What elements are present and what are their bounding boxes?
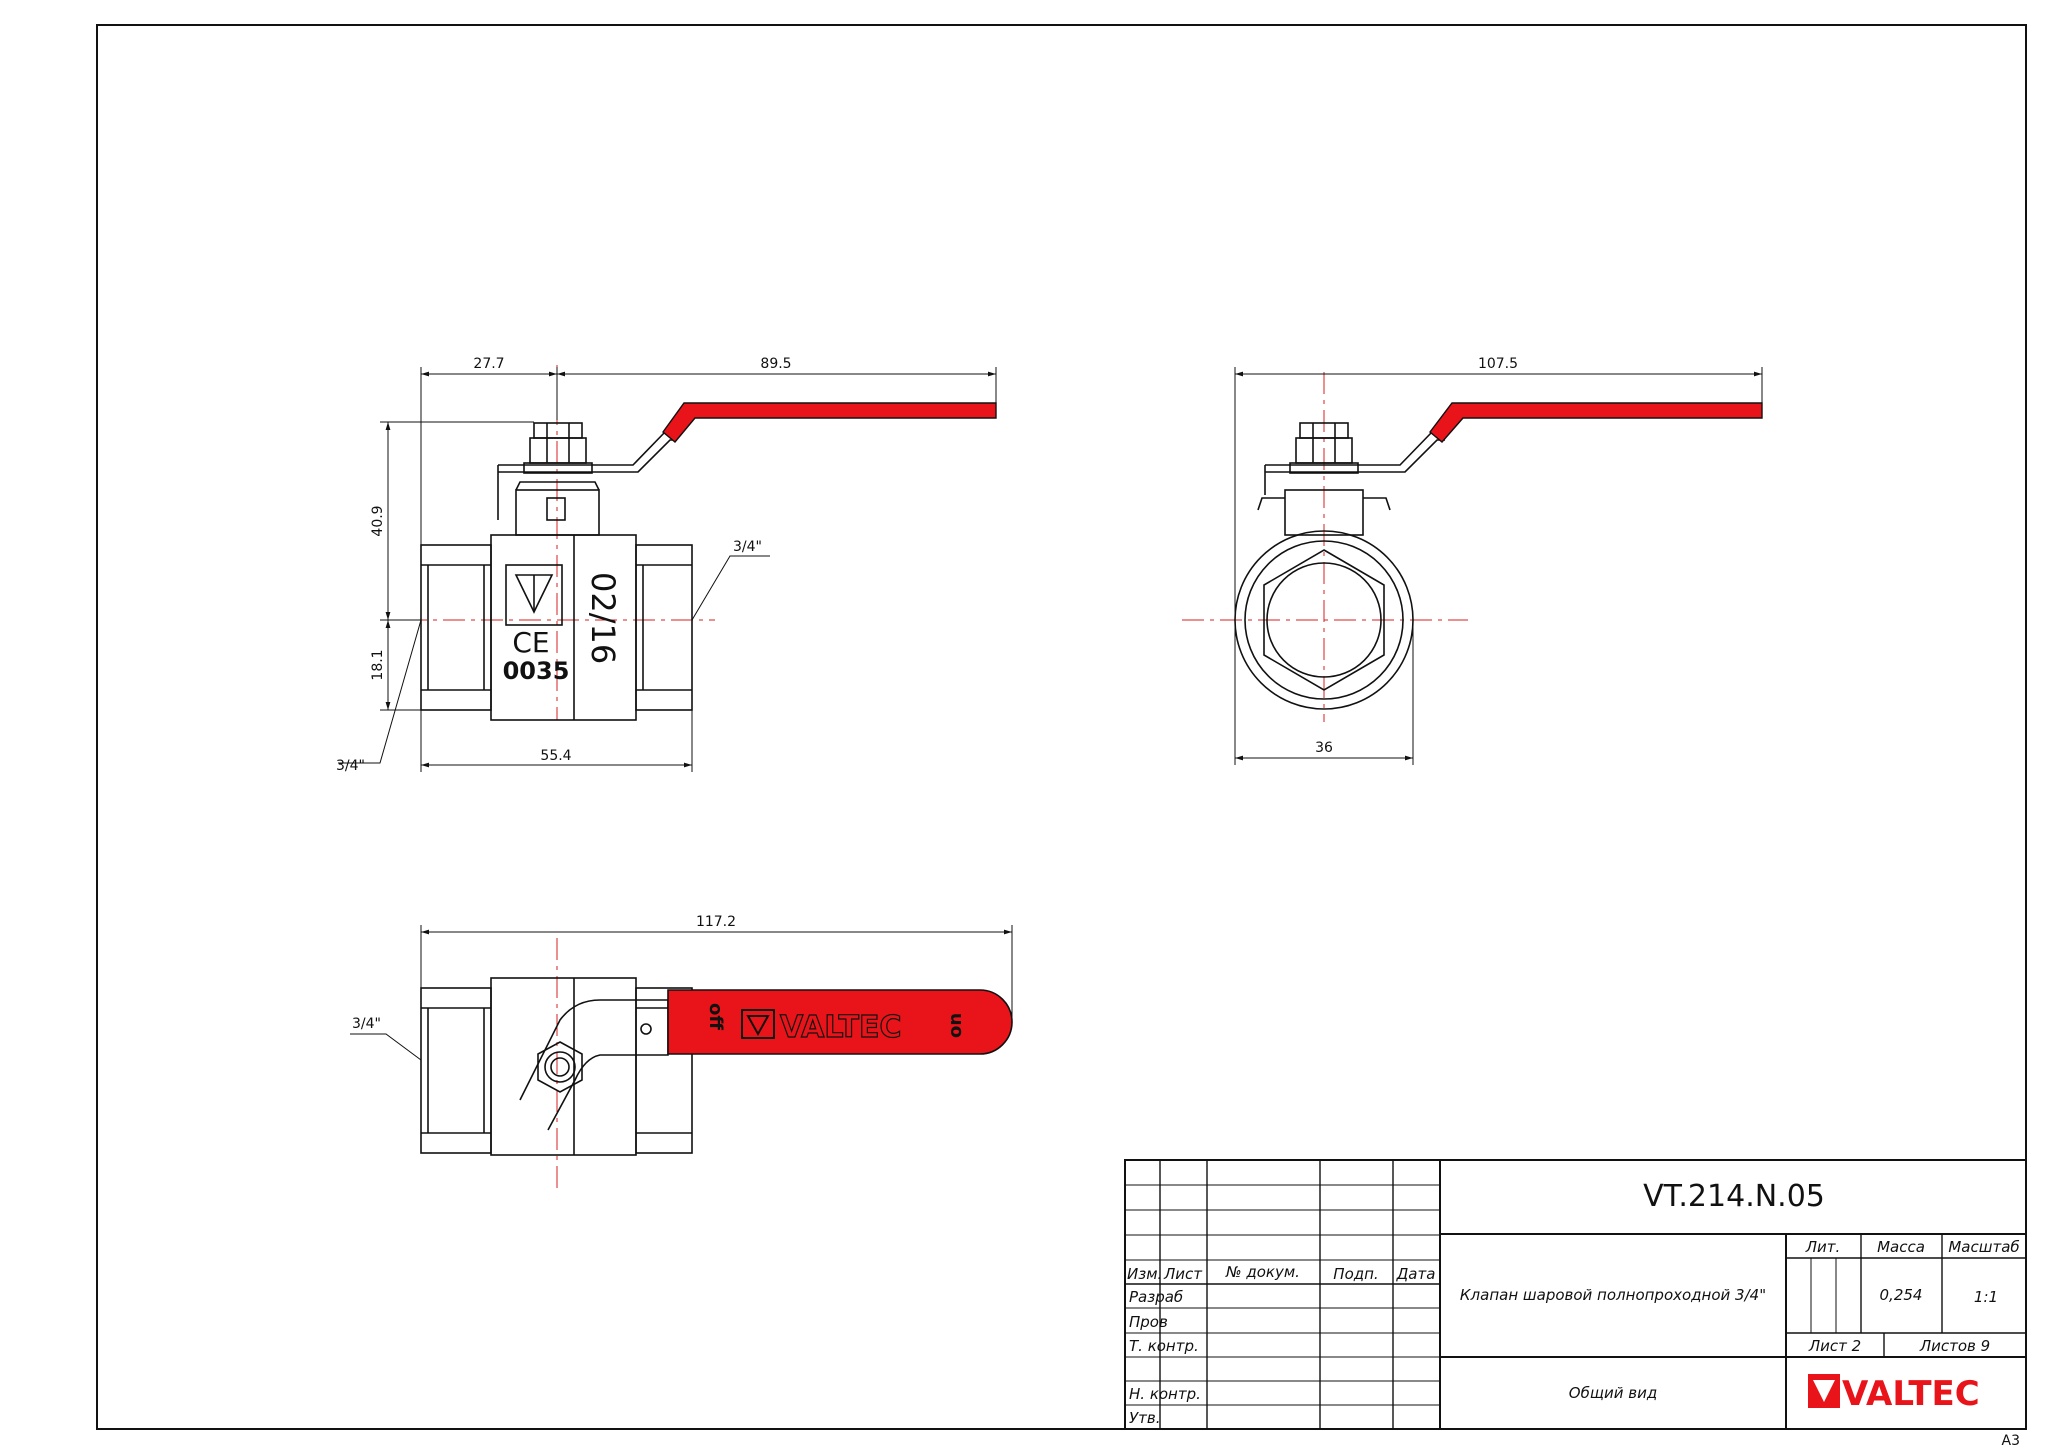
front-dim-top-right: 89.5 <box>760 356 791 372</box>
tb-role-1: Пров <box>1129 1313 1168 1331</box>
tb-scale-value: 1:1 <box>1974 1288 1998 1306</box>
format-label: A3 <box>2002 1433 2020 1448</box>
top-handle-brand-text: VALTEC <box>780 1010 902 1045</box>
tb-lit-label: Лит. <box>1805 1238 1841 1256</box>
tb-role-5: Утв. <box>1129 1409 1161 1427</box>
tb-header-izm: Изм. <box>1127 1265 1162 1283</box>
tb-view-name: Общий вид <box>1569 1384 1657 1402</box>
tb-header-date: Дата <box>1396 1265 1436 1283</box>
tb-role-0: Разраб <box>1129 1288 1183 1306</box>
front-view <box>405 365 715 721</box>
front-mark-date: 02/16 <box>584 572 622 664</box>
top-dim-top: 117.2 <box>696 914 736 930</box>
tb-header-doc-no: № докум. <box>1225 1263 1300 1281</box>
front-dim-bottom: 55.4 <box>540 748 571 764</box>
front-mark-ce: CE <box>512 626 549 659</box>
top-handle-brand-logo: VALTEC <box>741 1009 902 1046</box>
tb-brand-logo: VALTEC <box>1808 1374 1980 1414</box>
front-mark-number: 0035 <box>503 657 570 685</box>
top-view <box>420 938 693 1192</box>
front-dim-height-lower: 18.1 <box>370 649 386 680</box>
title-block <box>1124 1159 2027 1430</box>
top-handle-off-label: off <box>705 1003 726 1030</box>
front-handle-red <box>662 402 997 443</box>
side-handle-red <box>1429 402 1763 443</box>
tb-brand-text: VALTEC <box>1842 1374 1980 1414</box>
side-view <box>1182 372 1468 722</box>
front-thread-label-right: 3/4" <box>733 539 762 555</box>
side-dim-bottom: 36 <box>1315 740 1333 756</box>
top-dimensions <box>350 925 1013 1061</box>
tb-mass-value: 0,254 <box>1880 1286 1923 1304</box>
side-dim-top: 107.5 <box>1478 356 1518 372</box>
top-thread-label: 3/4" <box>352 1016 381 1032</box>
tb-product-name: Клапан шаровой полнопроходной 3/4" <box>1460 1286 1766 1304</box>
tb-role-2: Т. контр. <box>1129 1337 1199 1355</box>
tb-role-4: Н. контр. <box>1129 1385 1201 1403</box>
tb-header-sign: Подп. <box>1333 1265 1378 1283</box>
front-dim-top-left: 27.7 <box>473 356 504 372</box>
tb-sheet-label: Лист 2 <box>1808 1337 1861 1355</box>
front-dim-height-upper: 40.9 <box>370 505 386 536</box>
tb-doc-code: VT.214.N.05 <box>1643 1179 1825 1214</box>
tb-header-list: Лист <box>1163 1265 1203 1283</box>
tb-mass-label: Масса <box>1877 1238 1925 1256</box>
tb-sheets-label: Листов 9 <box>1919 1337 1990 1355</box>
side-dimensions <box>1234 367 1763 765</box>
front-dimensions <box>338 367 997 772</box>
tb-scale-label: Масштаб <box>1948 1238 2019 1256</box>
front-thread-label-left: 3/4" <box>336 758 365 774</box>
drawing-frame <box>96 24 2027 1430</box>
top-handle-on-label: on <box>945 1013 966 1038</box>
